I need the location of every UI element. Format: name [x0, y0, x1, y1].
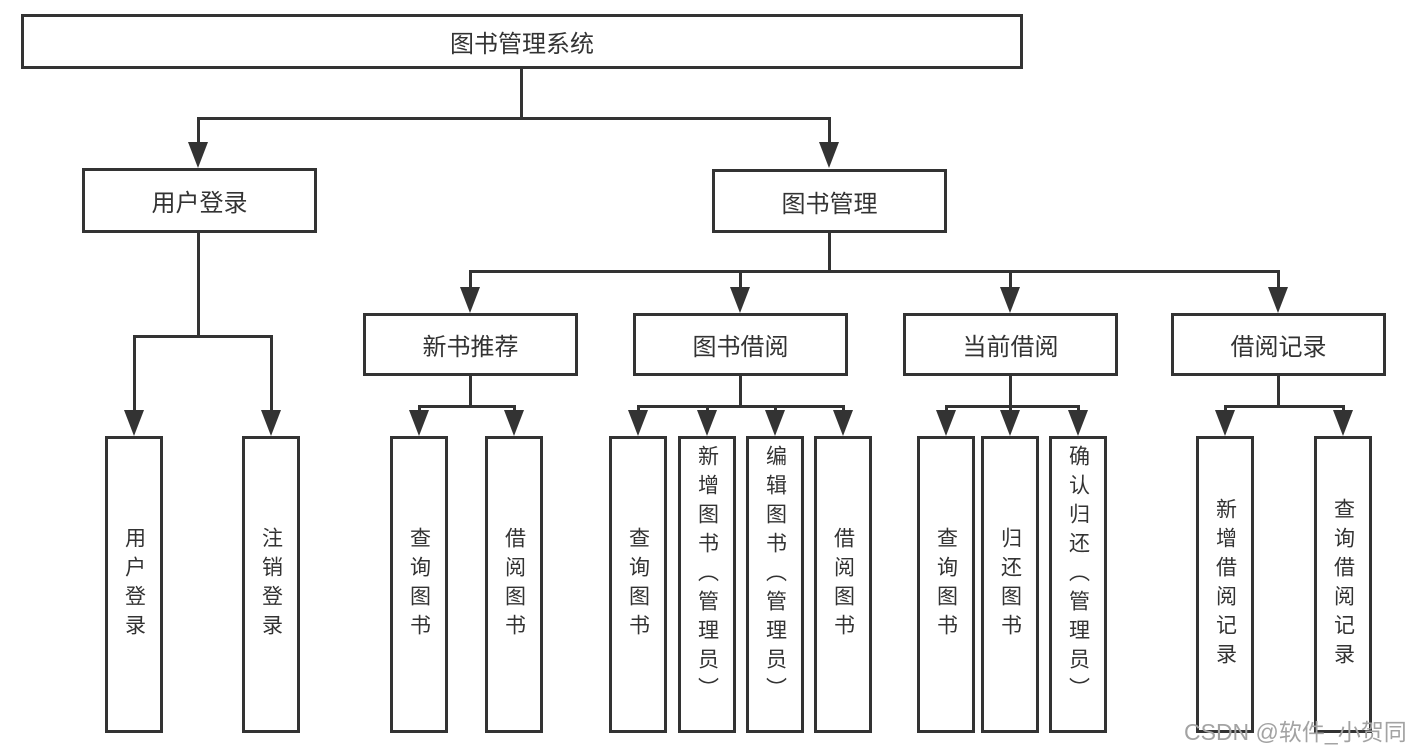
- leaf-label: 查询图书: [934, 526, 958, 643]
- connector-line: [945, 405, 948, 413]
- csdn-watermark: CSDN @软件_小贺同学: [1184, 719, 1405, 745]
- connector-line: [469, 270, 1280, 273]
- leaf-label: 归还图书: [998, 526, 1022, 643]
- connector-line: [418, 405, 516, 408]
- connector-line: [1277, 270, 1280, 290]
- leaf-query-books-current: 查询图书: [917, 436, 975, 733]
- leaf-query-borrow-record: 查询借阅记录: [1314, 436, 1372, 733]
- connector-line: [197, 232, 200, 338]
- arrow-down-icon: [1000, 287, 1020, 313]
- node-label: 借阅记录: [1230, 334, 1327, 361]
- arrow-down-icon: [765, 410, 785, 436]
- node-label: 图书管理系统: [450, 31, 594, 58]
- connector-line: [418, 405, 421, 413]
- leaf-add-book-admin: 新增图书（管理员）: [678, 436, 736, 733]
- arrow-down-icon: [188, 142, 208, 168]
- connector-line: [828, 117, 831, 145]
- connector-line: [197, 117, 200, 145]
- arrow-down-icon: [819, 142, 839, 168]
- node-current-borrowing: 当前借阅: [903, 313, 1118, 376]
- leaf-label: 用户登录: [122, 526, 146, 643]
- node-label: 用户登录: [151, 190, 248, 217]
- arrow-down-icon: [1068, 410, 1088, 436]
- connector-line: [1342, 405, 1345, 413]
- node-user-login: 用户登录: [82, 168, 317, 233]
- leaf-logout: 注销登录: [242, 436, 300, 733]
- leaf-add-borrow-record: 新增借阅记录: [1196, 436, 1254, 733]
- node-label: 图书借阅: [692, 334, 789, 361]
- connector-line: [469, 270, 472, 290]
- leaf-user-login: 用户登录: [105, 436, 163, 733]
- leaf-query-books-borrow: 查询图书: [609, 436, 667, 733]
- leaf-borrow-books: 借阅图书: [814, 436, 872, 733]
- node-label: 图书管理: [781, 190, 878, 218]
- leaf-confirm-return-admin: 确认归还（管理员）: [1049, 436, 1107, 733]
- connector-line: [133, 335, 136, 413]
- connector-line: [1224, 405, 1344, 408]
- connector-line: [739, 270, 742, 290]
- arrow-down-icon: [1215, 410, 1235, 436]
- leaf-edit-book-admin: 编辑图书（管理员）: [746, 436, 804, 733]
- connector-line: [828, 232, 831, 273]
- arrow-down-icon: [1333, 410, 1353, 436]
- connector-line: [513, 405, 516, 413]
- arrow-down-icon: [1268, 287, 1288, 313]
- arrow-down-icon: [936, 410, 956, 436]
- connector-line: [1009, 405, 1012, 413]
- leaf-label: 借阅图书: [831, 526, 855, 643]
- connector-line: [1224, 405, 1227, 413]
- connector-line: [270, 335, 273, 413]
- node-book-borrowing: 图书借阅: [633, 313, 848, 376]
- arrow-down-icon: [697, 410, 717, 436]
- connector-line: [637, 405, 845, 408]
- connector-line: [1009, 375, 1012, 408]
- node-label: 当前借阅: [962, 334, 1059, 361]
- node-new-book-recommend: 新书推荐: [363, 313, 578, 376]
- connector-line: [945, 405, 1079, 408]
- node-borrowing-records: 借阅记录: [1171, 313, 1386, 376]
- connector-line: [739, 375, 742, 408]
- connector-line: [197, 117, 831, 120]
- arrow-down-icon: [730, 287, 750, 313]
- leaf-label: 编辑图书（管理员）: [763, 445, 787, 706]
- connector-line: [774, 405, 777, 413]
- connector-line: [1077, 405, 1080, 413]
- leaf-return-book: 归还图书: [981, 436, 1039, 733]
- arrow-down-icon: [833, 410, 853, 436]
- connector-line: [1277, 375, 1280, 408]
- arrow-down-icon: [1000, 410, 1020, 436]
- leaf-borrow-books-recommend: 借阅图书: [485, 436, 543, 733]
- connector-line: [637, 405, 640, 413]
- arrow-down-icon: [261, 410, 281, 436]
- node-book-management: 图书管理: [712, 169, 947, 233]
- leaf-label: 新增借阅记录: [1213, 497, 1237, 672]
- connector-line: [469, 375, 472, 408]
- leaf-label: 查询图书: [626, 526, 650, 643]
- arrow-down-icon: [504, 410, 524, 436]
- connector-line: [133, 335, 273, 338]
- connector-line: [706, 405, 709, 413]
- connector-line: [520, 68, 523, 120]
- node-label: 新书推荐: [422, 334, 519, 361]
- connector-line: [842, 405, 845, 413]
- leaf-query-books-recommend: 查询图书: [390, 436, 448, 733]
- leaf-label: 查询图书: [407, 526, 431, 643]
- leaf-label: 新增图书（管理员）: [695, 445, 719, 706]
- arrow-down-icon: [628, 410, 648, 436]
- leaf-label: 借阅图书: [502, 526, 526, 643]
- leaf-label: 确认归还（管理员）: [1066, 445, 1090, 706]
- leaf-label: 查询借阅记录: [1331, 497, 1355, 672]
- arrow-down-icon: [460, 287, 480, 313]
- connector-line: [1009, 270, 1012, 290]
- leaf-label: 注销登录: [259, 526, 283, 643]
- arrow-down-icon: [124, 410, 144, 436]
- arrow-down-icon: [409, 410, 429, 436]
- node-library-management-system: 图书管理系统: [21, 14, 1023, 69]
